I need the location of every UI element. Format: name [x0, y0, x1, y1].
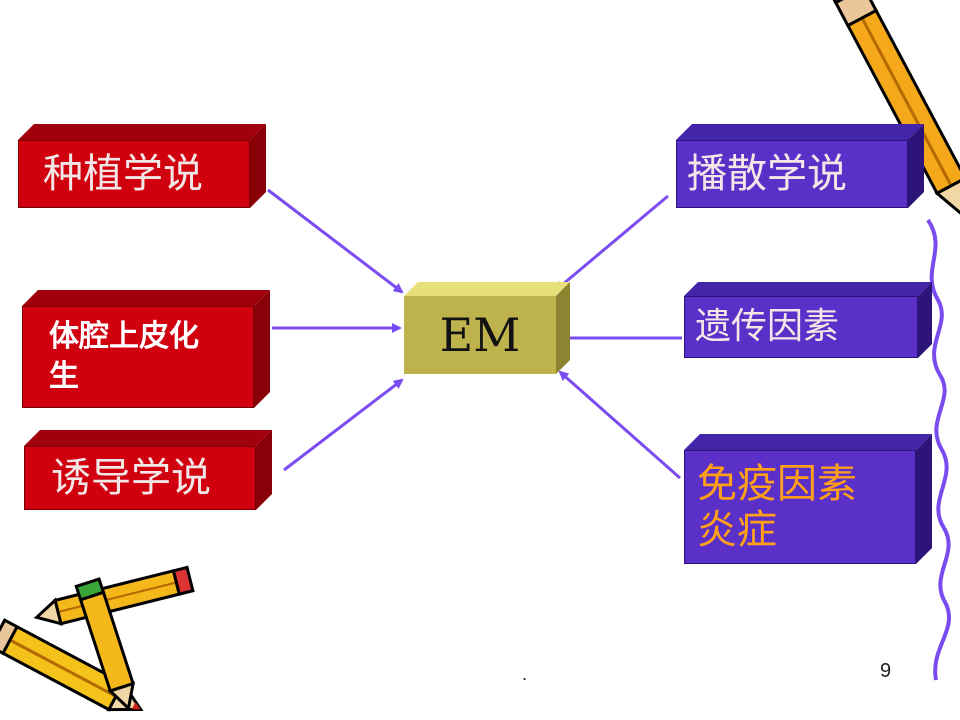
box-bevel — [18, 124, 266, 208]
box-bevel — [684, 434, 932, 564]
pencil-icon-top-right — [828, 0, 960, 225]
box-bevel — [404, 282, 570, 374]
arrow-induction-to-em — [283, 378, 404, 472]
label-em: EM — [439, 308, 521, 362]
arrow-implantation-to-em — [267, 188, 404, 294]
box-immune-inflammation: 免疫因素 炎症 — [684, 434, 932, 564]
page-number: 9 — [880, 660, 892, 682]
label-genetic-factors: 遗传因素 — [695, 306, 840, 348]
box-em-center: EM — [404, 282, 570, 374]
box-genetic-factors: 遗传因素 — [684, 282, 932, 358]
label-induction-theory: 诱导学说 — [51, 455, 211, 501]
pencil-icon-bottom-left-3 — [74, 577, 136, 712]
label-inflammation: 炎症 — [697, 507, 777, 553]
label-coelomic-metaplasia-line2: 生 — [49, 359, 79, 394]
box-coelomic-metaplasia: 体腔上皮化 生 — [22, 290, 270, 408]
box-dissemination-theory: 播散学说 — [676, 124, 924, 208]
squiggle-line-icon — [926, 218, 951, 681]
box-implantation-theory: 种植学说 — [18, 124, 266, 208]
box-bevel — [676, 124, 924, 208]
box-induction-theory: 诱导学说 — [24, 430, 272, 510]
label-dissemination-theory: 播散学说 — [687, 151, 847, 197]
pencil-icon-bottom-left-1 — [0, 618, 144, 712]
box-bevel — [22, 290, 270, 408]
arrow-dissemination-to-em — [554, 194, 669, 292]
label-coelomic-metaplasia-line1: 体腔上皮化 — [49, 318, 199, 354]
label-implantation-theory: 种植学说 — [43, 151, 203, 197]
footer-dot: . — [522, 664, 528, 684]
label-immune-factors: 免疫因素 — [697, 461, 857, 507]
box-bevel — [24, 430, 272, 510]
arrow-immune-to-em — [558, 370, 681, 480]
box-bevel — [684, 282, 932, 358]
